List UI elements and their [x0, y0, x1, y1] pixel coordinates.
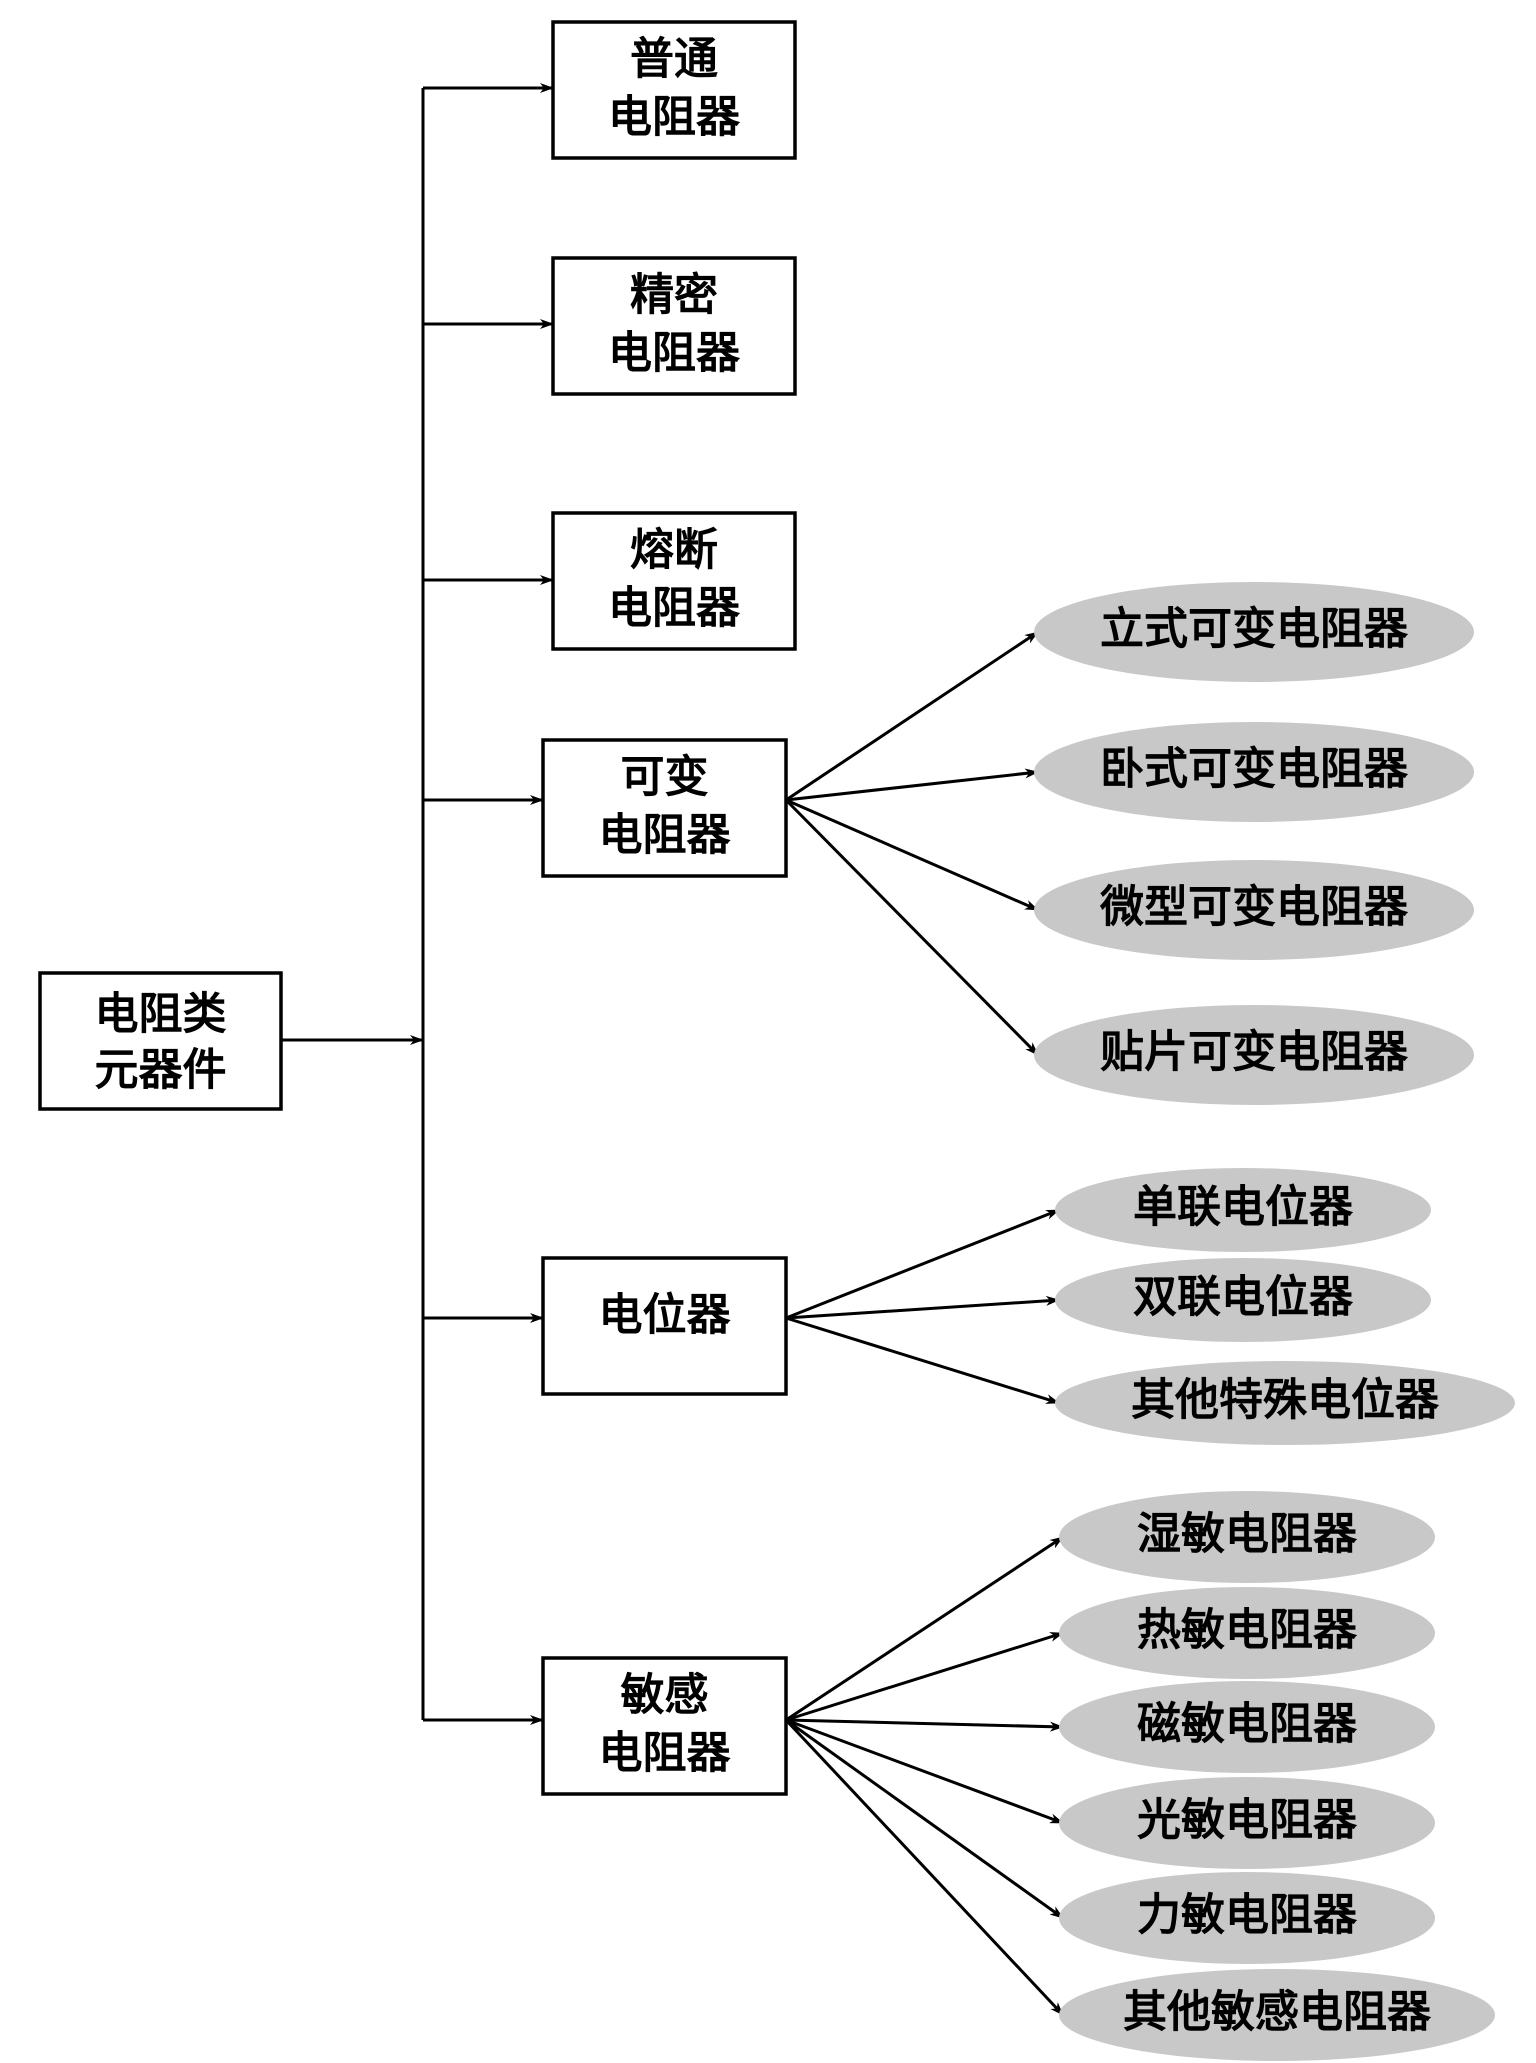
- ordinary-label-line2: 电阻器: [608, 92, 741, 143]
- variable-to-child-1-arrow: [785, 768, 1039, 802]
- sensitive-child-0-label: 湿敏电阻器: [1137, 1509, 1358, 1560]
- sensitive-child-3-ellipse: [1059, 1777, 1435, 1869]
- variable-child-3-label: 贴片可变电阻器: [1100, 1027, 1409, 1078]
- potentiometer-to-child-0-arrow: [785, 1208, 1060, 1320]
- precision-label-line1: 精密: [630, 270, 718, 321]
- variable-to-child-3-arrow: [784, 798, 1040, 1057]
- precision-node-box: [551, 256, 797, 396]
- variable-label-line2: 电阻器: [599, 810, 732, 861]
- potentiometer-node-box: [541, 1256, 788, 1396]
- variable-to-child-0-arrow: [785, 630, 1039, 802]
- root-node-label-line2: 元器件: [95, 1045, 227, 1096]
- fuse-node-box: [551, 511, 797, 651]
- sensitive-child-2-label: 磁敏电阻器: [1137, 1699, 1358, 1750]
- sensitive-child-0-ellipse: [1059, 1491, 1435, 1583]
- potentiometer-child-2-label: 其他特殊电位器: [1131, 1375, 1440, 1426]
- sensitive-to-child-0-arrow: [785, 1535, 1064, 1722]
- sensitive-child-2-ellipse: [1059, 1681, 1435, 1773]
- sensitive-child-5-label: 其他敏感电阻器: [1123, 1987, 1432, 2038]
- potentiometer-child-0-ellipse: [1055, 1168, 1431, 1252]
- ordinary-label-line1: 普通: [630, 34, 718, 85]
- variable-child-0-label: 立式可变电阻器: [1100, 604, 1409, 655]
- variable-child-3-ellipse: [1034, 1005, 1474, 1105]
- sensitive-to-child-3-arrow: [785, 1718, 1064, 1825]
- sensitive-to-child-1-arrow: [785, 1631, 1064, 1722]
- sensitive-child-5-ellipse: [1059, 1969, 1495, 2061]
- sensitive-to-child-5-arrow: [784, 1718, 1065, 2017]
- variable-child-1-label: 卧式可变电阻器: [1100, 744, 1409, 795]
- variable-to-child-2-arrow: [785, 798, 1039, 912]
- sensitive-node-box: [541, 1656, 788, 1796]
- variable-child-2-ellipse: [1034, 860, 1474, 960]
- sensitive-child-4-label: 力敏电阻器: [1137, 1890, 1358, 1941]
- variable-label-line1: 可变: [621, 752, 709, 803]
- potentiometer-child-0-label: 单联电位器: [1133, 1182, 1354, 1233]
- connector-lines: [281, 83, 1065, 2017]
- variable-child-0-ellipse: [1034, 582, 1474, 682]
- diagram-nodes: 电阻类元器件普通电阻器精密电阻器熔断电阻器可变电阻器立式可变电阻器卧式可变电阻器…: [38, 20, 1515, 2061]
- fuse-label-line1: 熔断: [630, 525, 718, 576]
- potentiometer-to-child-1-arrow: [785, 1295, 1060, 1320]
- sensitive-child-1-ellipse: [1059, 1587, 1435, 1679]
- variable-child-2-label: 微型可变电阻器: [1099, 882, 1409, 933]
- fuse-label-line2: 电阻器: [608, 583, 741, 634]
- potentiometer-child-2-ellipse: [1055, 1361, 1515, 1445]
- sensitive-child-4-ellipse: [1059, 1872, 1435, 1964]
- sensitive-child-3-label: 光敏电阻器: [1137, 1795, 1358, 1846]
- sensitive-label-line1: 敏感: [621, 1670, 709, 1721]
- variable-child-1-ellipse: [1034, 722, 1474, 822]
- ordinary-node-box: [551, 20, 797, 160]
- root-node-box: [38, 971, 283, 1111]
- root-node-label-line1: 电阻类: [95, 989, 227, 1040]
- precision-label-line2: 电阻器: [608, 328, 741, 379]
- variable-node-box: [541, 738, 788, 878]
- sensitive-to-child-2-arrow: [785, 1718, 1064, 1732]
- sensitive-to-child-4-arrow: [785, 1718, 1064, 1920]
- sensitive-child-1-label: 热敏电阻器: [1137, 1605, 1358, 1656]
- potentiometer-label: 电位器: [599, 1290, 732, 1341]
- potentiometer-child-1-label: 双联电位器: [1133, 1272, 1354, 1323]
- potentiometer-child-1-ellipse: [1055, 1258, 1431, 1342]
- sensitive-label-line2: 电阻器: [599, 1728, 732, 1779]
- potentiometer-to-child-2-arrow: [785, 1316, 1060, 1405]
